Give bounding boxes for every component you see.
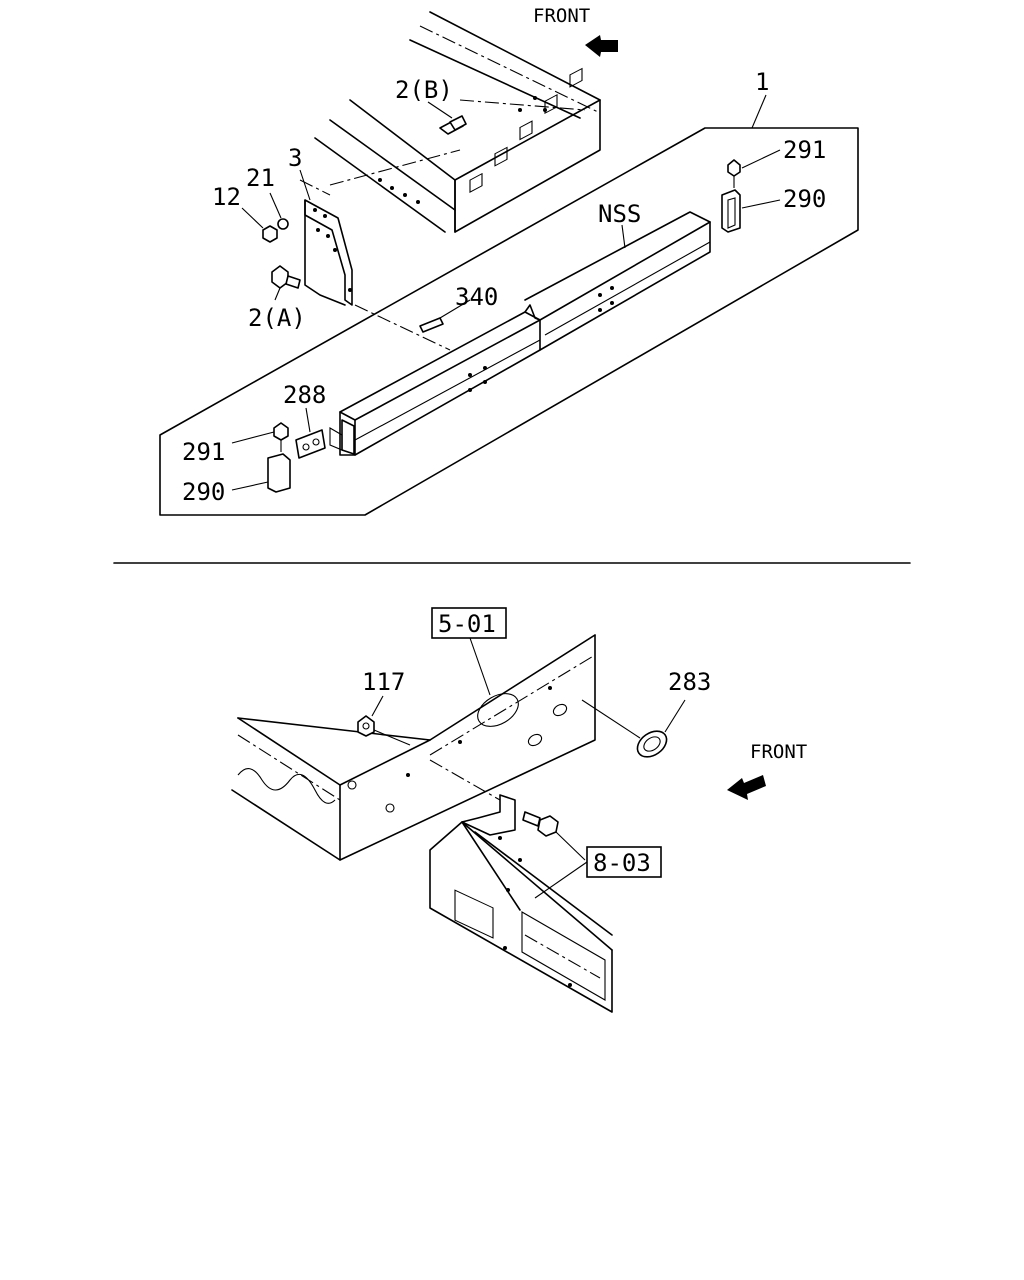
- bolt-part-291-right: 291: [727, 136, 826, 188]
- nut-part-117: 117: [357, 668, 411, 746]
- callout-2b: 2(B): [395, 76, 453, 104]
- bolt-part-2b: 2(B): [395, 76, 467, 135]
- callout-117: 117: [362, 668, 405, 696]
- callout-283: 283: [668, 668, 711, 696]
- callout-288: 288: [283, 381, 326, 409]
- bottom-frame-member: [231, 634, 596, 861]
- ref-label-8-03: 8-03: [593, 849, 651, 877]
- bottom-assembly-diagram: 5-01 117 283 FRONT: [231, 607, 807, 1013]
- top-assembly-diagram: FRONT 1 3 21 12: [159, 5, 859, 516]
- callout-21: 21: [246, 164, 275, 192]
- washer-part-21: 21: [246, 164, 289, 230]
- front-arrow-bottom: FRONT: [727, 741, 807, 800]
- front-label-top: FRONT: [533, 5, 590, 27]
- assembly-outline: [159, 127, 859, 516]
- pin-part-340: 340: [419, 283, 498, 333]
- reference-box-5-01: 5-01: [431, 607, 507, 696]
- callout-290-left: 290: [182, 478, 225, 506]
- callout-2a: 2(A): [248, 304, 306, 332]
- callout-nss: NSS: [598, 200, 641, 228]
- plate-part-288: 288: [283, 381, 326, 459]
- reference-box-8-03: 8-03: [534, 846, 662, 899]
- callout-340: 340: [455, 283, 498, 311]
- callout-1: 1: [755, 68, 769, 96]
- front-arrow-icon: [585, 35, 618, 57]
- side-member-rail: [329, 211, 711, 456]
- callout-291-right: 291: [783, 136, 826, 164]
- front-label-bottom: FRONT: [750, 741, 807, 763]
- bolt-part-2a: 2(A): [248, 265, 306, 332]
- callout-3: 3: [288, 144, 302, 172]
- front-arrow-top: FRONT: [533, 5, 618, 57]
- upper-frame-member: [314, 11, 601, 233]
- callout-12: 12: [212, 183, 241, 211]
- front-arrow-icon: [727, 775, 766, 800]
- cap-part-290-right: 290: [721, 185, 826, 233]
- nut-part-12: 12: [212, 183, 278, 243]
- bolt-ref-8-03: [522, 811, 586, 861]
- callout-291-left: 291: [182, 438, 225, 466]
- callout-290-right: 290: [783, 185, 826, 213]
- bolt-part-291-left: 291: [182, 422, 289, 466]
- bracket-part-3: 3: [288, 144, 353, 306]
- lower-bracket-assembly: [429, 794, 613, 1013]
- cap-part-290-left: 290: [182, 453, 291, 506]
- ref-label-5-01: 5-01: [438, 610, 496, 638]
- gasket-part-283: 283: [581, 668, 711, 758]
